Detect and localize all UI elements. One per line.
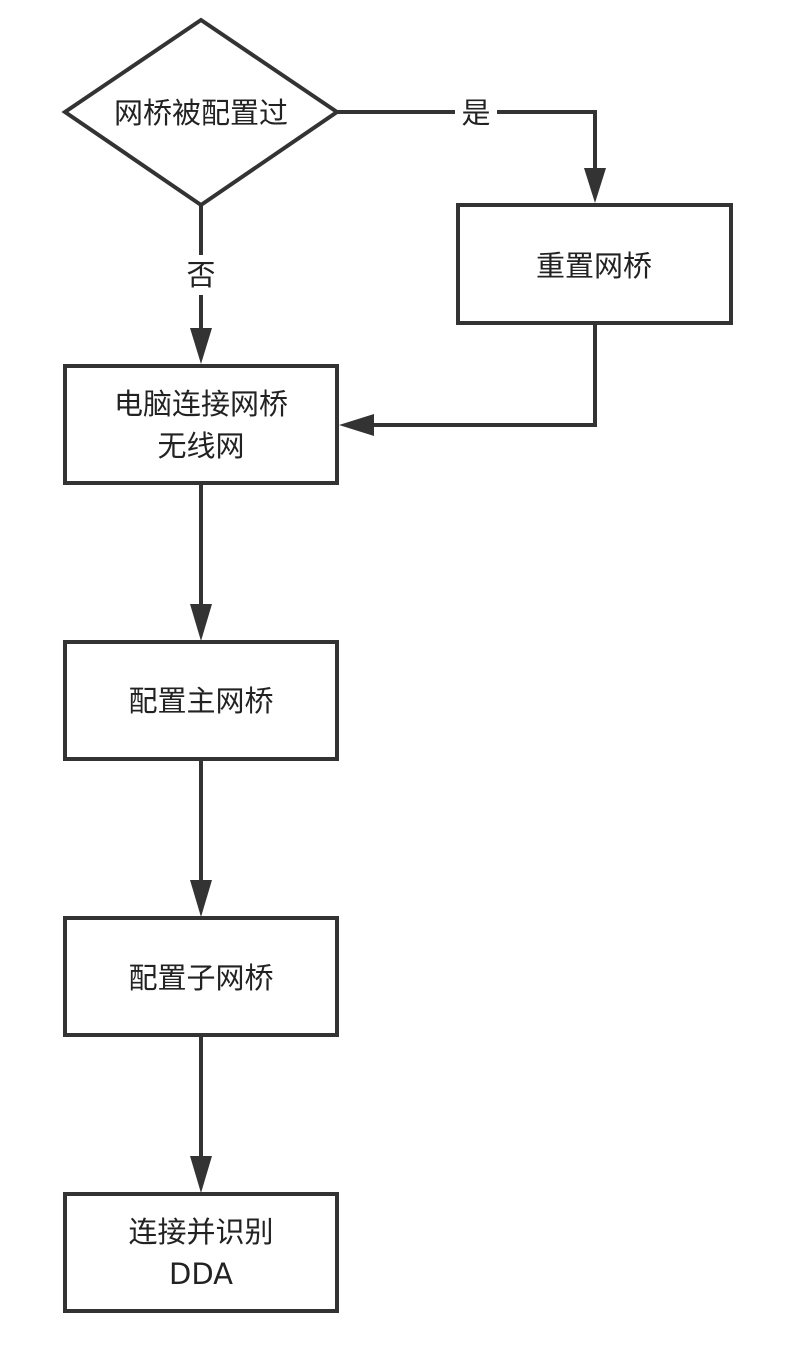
connect-dda-node: 连接并识别 DDA (63, 1192, 339, 1313)
arrowhead-config-sub (190, 880, 212, 917)
decision-diamond (61, 17, 341, 208)
connect-wifi-line2: 无线网 (157, 429, 244, 463)
connect-wifi-node: 电脑连接网桥 无线网 (63, 364, 339, 485)
nodes: 网桥被配置过 重置网桥 电脑连接网桥 无线网 配置主网桥 配置子网桥 连接并识别… (61, 17, 733, 1313)
connect-wifi-line1: 电脑连接网桥 (114, 387, 288, 421)
yes-label-bg (455, 94, 497, 132)
edge-decision-to-reset (337, 110, 597, 170)
reset-label: 重置网桥 (536, 249, 652, 283)
arrowhead-connect-wifi-side (339, 414, 374, 436)
connect-wifi-box (63, 364, 339, 485)
config-sub-node: 配置子网桥 (63, 916, 339, 1037)
no-label-bg (180, 255, 222, 295)
reset-box (456, 203, 733, 325)
config-main-node: 配置主网桥 (63, 640, 339, 761)
config-main-label: 配置主网桥 (128, 684, 273, 718)
config-sub-box (63, 916, 339, 1037)
reset-node: 重置网桥 (456, 203, 733, 325)
connectors (190, 110, 606, 1193)
arrowhead-config-main (190, 604, 212, 641)
connect-dda-line2: DDA (169, 1257, 233, 1291)
connect-dda-line1: 连接并识别 (128, 1215, 273, 1249)
decision-label: 网桥被配置过 (114, 96, 288, 130)
arrowhead-connect-wifi (190, 328, 212, 364)
yes-label: 是 (461, 96, 490, 130)
edge-reset-to-connect (372, 323, 597, 427)
no-label: 否 (186, 258, 215, 292)
arrowhead-connect-dda (190, 1156, 212, 1193)
config-main-box (63, 640, 339, 761)
edge-labels: 是 否 (180, 94, 497, 295)
connect-dda-box (63, 1192, 339, 1313)
config-sub-label: 配置子网桥 (128, 961, 273, 995)
decision-node: 网桥被配置过 (61, 17, 341, 208)
arrowhead-reset (584, 168, 606, 203)
